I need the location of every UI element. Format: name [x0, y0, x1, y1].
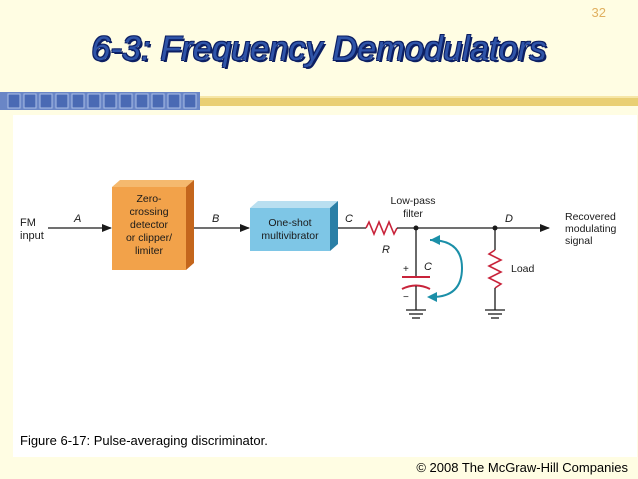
zero-crossing-detector-block [112, 180, 194, 270]
slide-number: 32 [591, 5, 606, 20]
node-b-label: B [212, 213, 219, 225]
resistor-r-label: R [382, 244, 390, 256]
output-label-3: signal [565, 235, 592, 247]
load-label: Load [511, 263, 535, 275]
block1-line-5: limiter [135, 245, 164, 257]
diagram-panel [13, 115, 637, 457]
capacitor-minus: − [403, 292, 409, 303]
copyright-notice: © 2008 The McGraw-Hill Companies [416, 460, 628, 475]
block1-line-4: or clipper/ [126, 232, 172, 244]
fm-input-label-1: FM [20, 217, 36, 229]
ground-icon-cap [406, 309, 426, 319]
node-d-label: D [505, 213, 513, 225]
discharge-arrow-icon [427, 239, 464, 302]
ground-icon-load [485, 309, 505, 319]
output-label-1: Recovered [565, 211, 616, 223]
block1-line-3: detector [130, 219, 168, 231]
figure-caption: Figure 6-17: Pulse-averaging discriminat… [20, 433, 268, 448]
slide-title: 6-3: Frequency Demodulators [91, 30, 547, 68]
block1-line-2: crossing [129, 206, 168, 218]
filter-label-1: Low-pass [391, 195, 436, 207]
decorative-strip [0, 88, 638, 114]
load-resistor [487, 249, 503, 289]
fm-input-label-2: input [20, 230, 44, 242]
filter-label-2: filter [403, 208, 423, 220]
node-c-label: C [345, 213, 353, 225]
capacitor-plus: + [403, 264, 409, 275]
capacitor-bottom-plate [401, 284, 431, 290]
block2-line-1: One-shot [268, 217, 311, 229]
discharge-arrow-tail [430, 235, 440, 245]
one-shot-multivibrator-block [250, 201, 338, 251]
node-a-label: A [73, 213, 81, 225]
block1-line-1: Zero- [136, 193, 162, 205]
output-label-2: modulating [565, 223, 617, 235]
capacitor-c-label: C [424, 261, 432, 273]
block2-line-2: multivibrator [261, 230, 319, 242]
resistor-r [365, 219, 398, 237]
